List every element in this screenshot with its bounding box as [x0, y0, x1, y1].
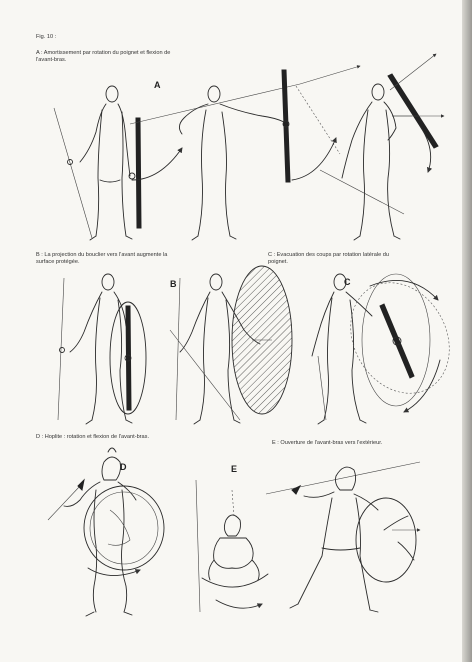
figure-e1	[196, 480, 268, 612]
figure-e2	[266, 462, 420, 612]
shield-c	[331, 265, 469, 412]
figure-a2	[130, 66, 360, 240]
figure-a1	[54, 86, 132, 240]
figure-d	[48, 448, 136, 616]
shield-b2	[232, 266, 292, 414]
figure-a3	[320, 84, 404, 240]
figure-c	[312, 274, 372, 424]
shield-a1	[129, 118, 182, 228]
illustration	[0, 0, 462, 662]
shield-a2	[282, 70, 340, 182]
page-edge-shadow	[462, 0, 472, 662]
shield-a3	[388, 54, 444, 172]
shield-e2	[356, 498, 420, 582]
figure-b1	[58, 274, 132, 424]
shield-b1	[110, 302, 146, 414]
